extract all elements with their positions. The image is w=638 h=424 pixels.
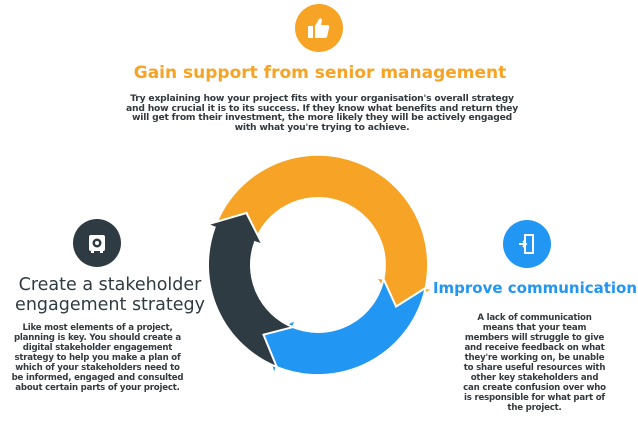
left-body: Like most elements of a project, plannin… bbox=[11, 323, 184, 393]
safe-icon-badge bbox=[73, 219, 121, 267]
left-title: Create a stakeholder engagement strategy bbox=[0, 275, 220, 315]
cycle-arrow-dark bbox=[203, 211, 297, 369]
right-title: Improve communication bbox=[432, 279, 638, 297]
top-body: Try explaining how your project fits wit… bbox=[126, 93, 518, 133]
right-body: A lack of communication means that your … bbox=[463, 313, 606, 413]
cycle-arrow-blue bbox=[262, 275, 428, 378]
door-icon-badge bbox=[503, 220, 551, 268]
left-title-line1: Create a stakeholder bbox=[18, 275, 202, 295]
door-icon bbox=[519, 234, 534, 254]
left-title-line2: engagement strategy bbox=[15, 295, 205, 315]
thumbs-up-icon-badge bbox=[295, 4, 343, 52]
top-title: Gain support from senior management bbox=[133, 63, 507, 83]
safe-icon bbox=[89, 235, 105, 253]
thumbs-up-icon bbox=[308, 18, 330, 38]
